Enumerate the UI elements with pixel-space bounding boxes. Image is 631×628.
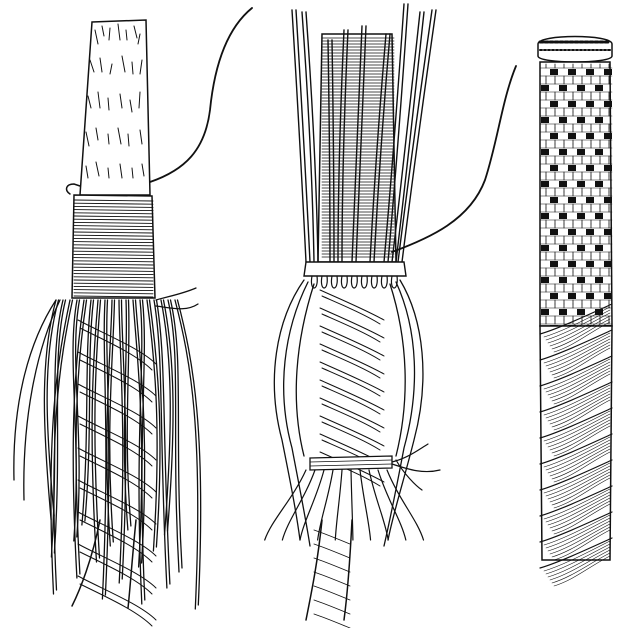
weave-block [577,213,585,219]
weave-block [604,229,612,235]
weave-block [541,213,549,219]
weave-block [559,309,567,315]
weave-block [586,69,594,75]
weave-block [568,293,576,299]
weave-block [541,117,549,123]
weave-block [586,101,594,107]
weave-block [559,149,567,155]
weave-block [595,245,603,251]
weave-block [577,149,585,155]
weave-block [595,181,603,187]
weave-block [595,277,603,283]
weave-block [568,69,576,75]
weave-block [604,261,612,267]
left-frayed-core [80,20,150,195]
weave-block [568,133,576,139]
weave-block [604,197,612,203]
weave-block [568,101,576,107]
weave-block [559,117,567,123]
weave-block [586,229,594,235]
weave-block [559,85,567,91]
weave-block [541,149,549,155]
weave-block [541,277,549,283]
weave-block [577,117,585,123]
weave-block [595,149,603,155]
weave-block [541,245,549,251]
weave-block [595,85,603,91]
weave-block [550,197,558,203]
weave-block [604,101,612,107]
weave-block [586,293,594,299]
panel-right [538,37,612,587]
weave-block [550,133,558,139]
weave-block [559,181,567,187]
weave-block [604,293,612,299]
weave-block [595,117,603,123]
weave-block [586,197,594,203]
weave-block [541,181,549,187]
weave-block [604,165,612,171]
left-whipping-band [72,195,155,298]
weave-block [604,69,612,75]
weave-block [559,245,567,251]
weave-block [550,229,558,235]
weave-block [577,309,585,315]
weave-block [577,85,585,91]
weave-block [559,277,567,283]
weave-block [586,133,594,139]
weave-block [541,85,549,91]
weave-block [550,293,558,299]
weave-block [559,213,567,219]
weave-block [568,165,576,171]
weave-block [577,245,585,251]
weave-block [541,309,549,315]
weave-block [568,261,576,267]
weave-block [550,69,558,75]
right-cap-collar [538,37,612,63]
weave-block [550,261,558,267]
weave-block [568,229,576,235]
weave-block [568,197,576,203]
weave-block [550,101,558,107]
right-woven-cover [540,62,612,336]
weave-block [604,133,612,139]
weave-block [586,165,594,171]
weave-block [586,261,594,267]
right-twisted-rope [540,304,612,586]
weave-block [595,213,603,219]
weave-block [577,181,585,187]
weave-block [550,165,558,171]
weave-block [577,277,585,283]
